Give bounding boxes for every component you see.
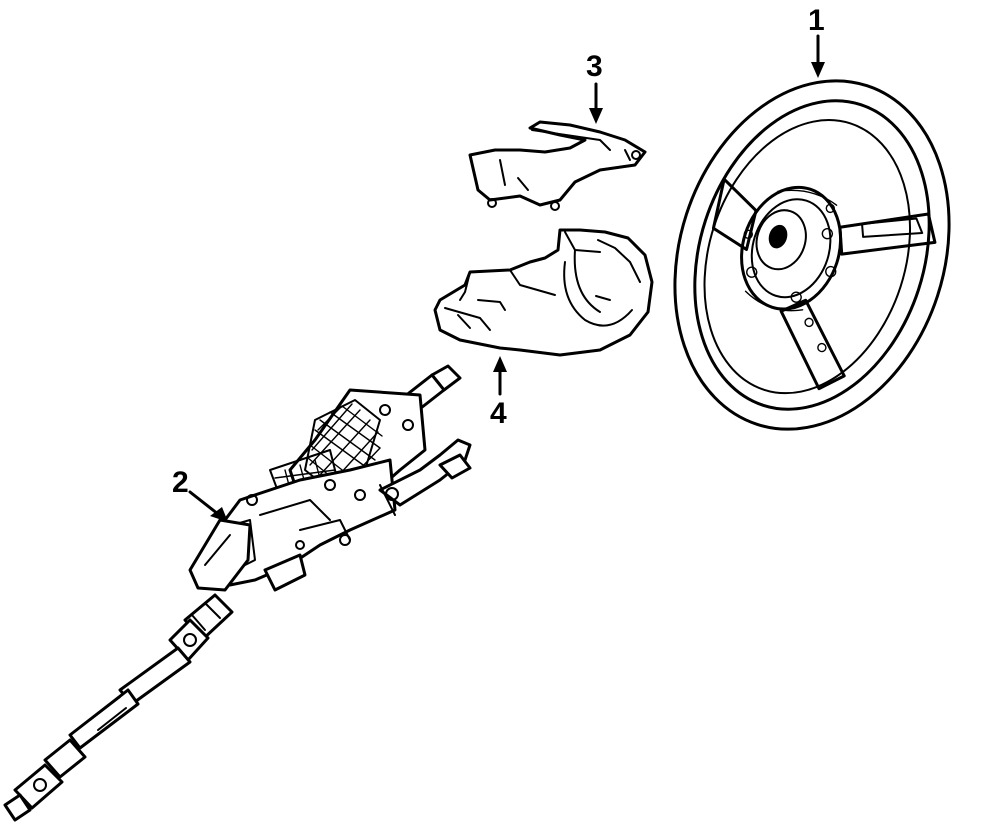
lower-column-cover	[433, 228, 654, 357]
callout-1-label: 1	[808, 4, 825, 37]
callout-2-label: 2	[172, 466, 189, 499]
upper-column-cover	[468, 120, 647, 211]
callout-1: 1	[808, 4, 825, 78]
callout-4-label: 4	[490, 397, 507, 430]
steering-column	[3, 364, 472, 822]
callout-3: 3	[586, 50, 603, 124]
callout-2: 2	[172, 466, 228, 522]
callout-3-label: 3	[586, 50, 603, 83]
crosshatch-pad	[304, 399, 383, 491]
callout-4: 4	[490, 356, 507, 430]
steering-wheel	[673, 79, 951, 431]
